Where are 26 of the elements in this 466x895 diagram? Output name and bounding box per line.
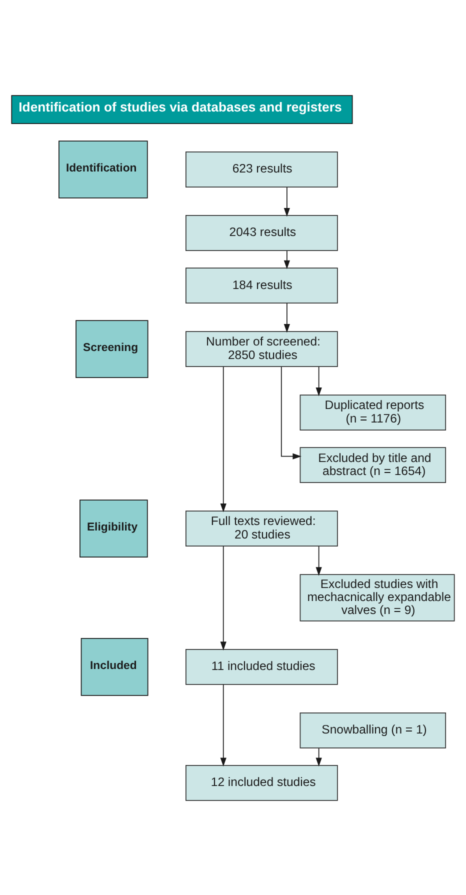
arrow bbox=[280, 366, 302, 459]
arrow bbox=[316, 545, 322, 576]
node-box: Screening bbox=[76, 320, 148, 378]
node-box: 11 included studies bbox=[185, 648, 338, 684]
node-box: 2043 results bbox=[185, 214, 338, 250]
arrow bbox=[284, 302, 290, 332]
arrow bbox=[284, 250, 290, 269]
node-box: Excluded studies with mechacnically expandable valves (n = 9) bbox=[300, 574, 455, 621]
node-box: Eligibility bbox=[80, 499, 148, 557]
arrow bbox=[284, 186, 290, 216]
arrow bbox=[316, 747, 322, 766]
arrow bbox=[220, 684, 226, 766]
node-box: Duplicated reports (n = 1176) bbox=[300, 394, 446, 430]
node-box: Identification bbox=[58, 140, 148, 198]
arrow bbox=[220, 366, 226, 512]
node-box: Snowballing (n = 1) bbox=[300, 712, 446, 748]
node-box: Excluded by title and abstract (n = 1654) bbox=[300, 446, 446, 483]
node-box: 184 results bbox=[185, 267, 338, 303]
arrow bbox=[220, 545, 226, 650]
node-box: Number of screened: 2850 studies bbox=[185, 330, 338, 366]
node-box: Identification of studies via databases and registers bbox=[11, 94, 353, 124]
arrow bbox=[316, 366, 322, 396]
node-box: Full texts reviewed: 20 studies bbox=[185, 510, 338, 546]
node-box: 623 results bbox=[185, 151, 338, 187]
node-box: Included bbox=[80, 638, 148, 696]
node-box: 12 included studies bbox=[185, 764, 338, 800]
